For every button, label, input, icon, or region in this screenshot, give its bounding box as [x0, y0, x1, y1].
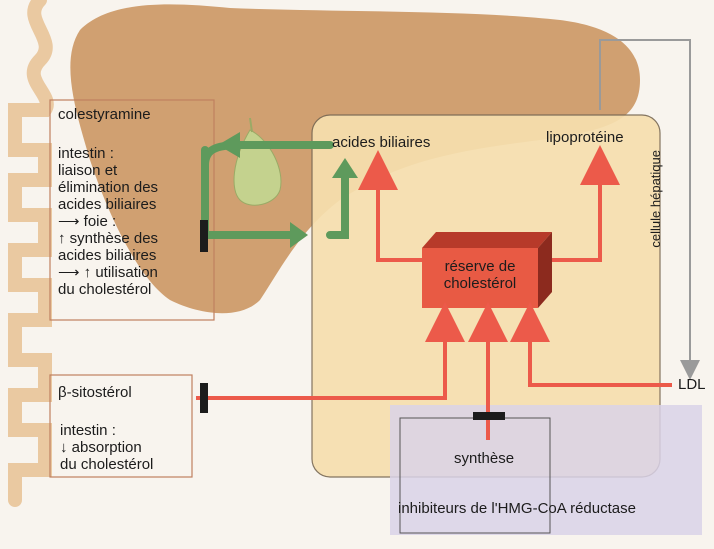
sitosterol-text: intestin : ↓ absorption du cholestérol [60, 422, 154, 473]
ldl-loop-arrow [599, 39, 700, 380]
cellule-hepatique-label: cellule hépatique [648, 150, 663, 248]
lipoproteine-label: lipoprotéine [546, 129, 624, 146]
acides-biliaires-label: acides biliaires [332, 134, 431, 151]
reserve-box [422, 232, 552, 308]
colestyramine-box [49, 99, 215, 321]
red-arrows [196, 145, 672, 440]
sitosterol-block-mark [200, 383, 208, 413]
colestyramine-label: colestyramine [58, 106, 151, 123]
gallbladder-duct [249, 117, 253, 133]
colestyramine-block-mark [200, 220, 208, 252]
sitosterol-box [49, 374, 193, 478]
inhibiteurs-label: inhibiteurs de l'HMG-CoA réductase [398, 500, 636, 517]
green-curve-left [201, 141, 241, 166]
reserve-label: réserve de cholestérol [443, 258, 517, 292]
intestine-shape [8, 0, 54, 507]
inhibitor-block-mark [473, 412, 505, 420]
sitosterol-label: β-sitostérol [58, 384, 132, 401]
synthese-label: synthèse [454, 450, 515, 467]
colestyramine-text: intestin : liaison et élimination des ac… [58, 145, 159, 298]
inhibitor-box [390, 405, 702, 535]
ldl-label: LDL [678, 376, 706, 393]
